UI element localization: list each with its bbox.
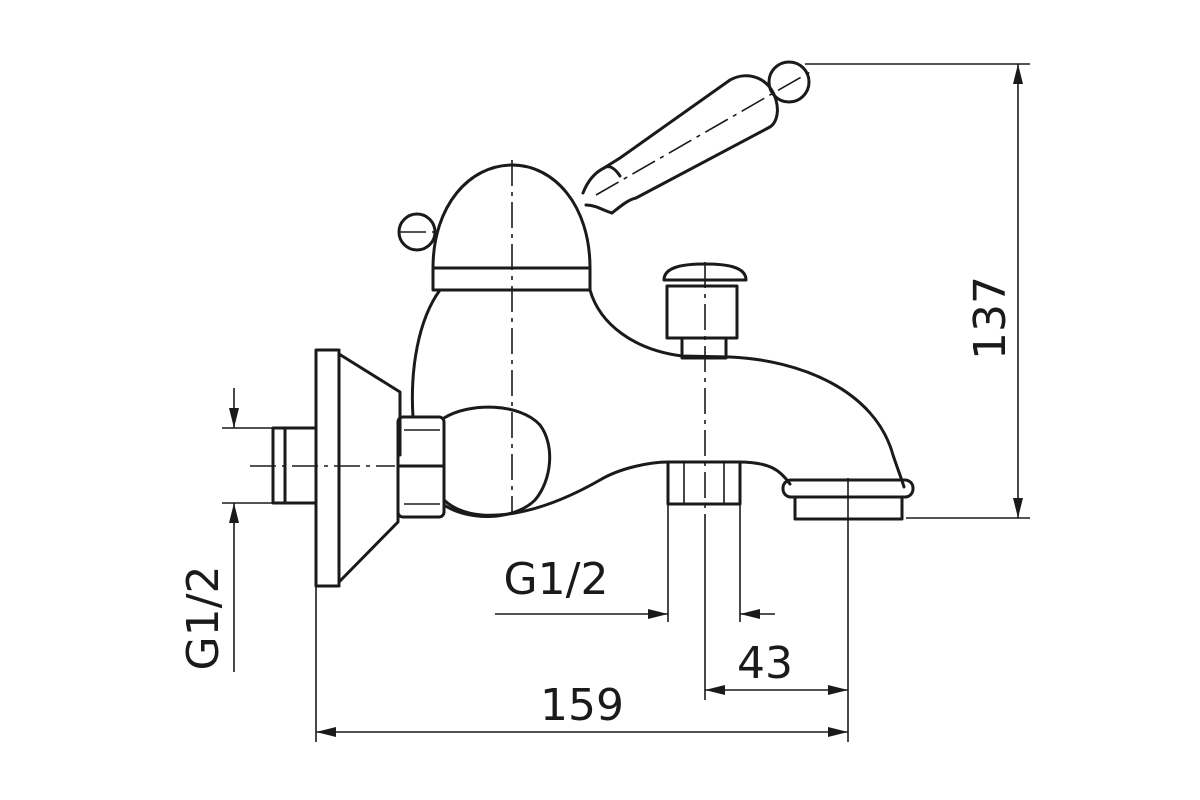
height-dimension <box>805 63 1030 519</box>
dimension-lines <box>222 63 1030 742</box>
spout-offset-value-label: 43 <box>737 638 793 689</box>
inlet-thread-dimension <box>222 388 273 672</box>
faucet-outline <box>271 60 915 588</box>
center-lines <box>250 71 811 532</box>
outlet-thread-label: G1/2 <box>504 554 609 605</box>
hex-union-nut <box>396 415 446 519</box>
height-value-label: 137 <box>965 276 1016 360</box>
bottom-connector <box>666 460 742 506</box>
inlet-thread-label: G1/2 <box>178 566 229 671</box>
outlet-thread-dimension <box>495 504 775 622</box>
lever-handle <box>581 60 811 215</box>
total-length-value-label: 159 <box>540 680 624 731</box>
wall-flange <box>314 348 402 588</box>
total-length-dimension <box>315 478 849 742</box>
spout-offset-dimension <box>704 532 848 700</box>
